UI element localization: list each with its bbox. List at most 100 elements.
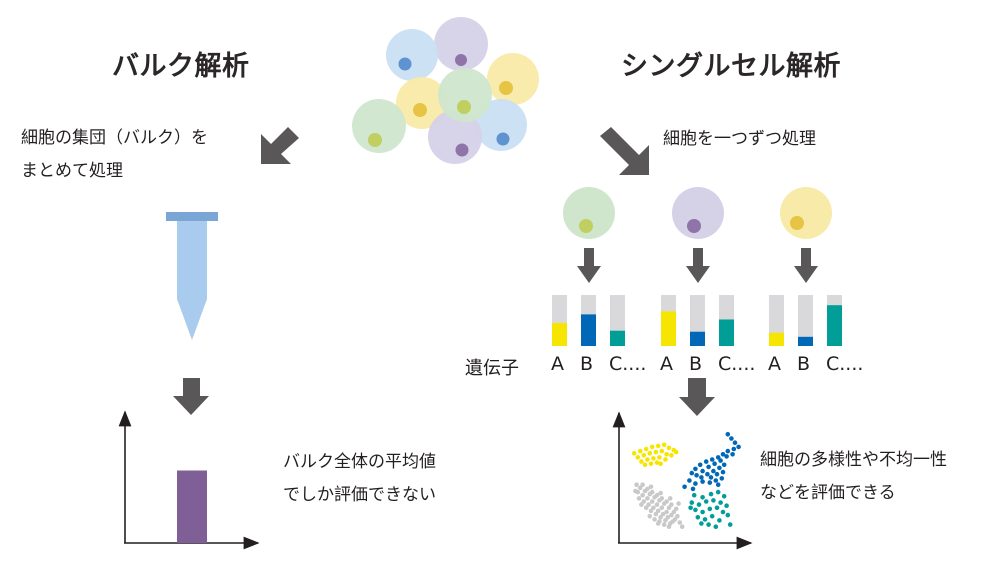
scatter-point <box>673 449 679 455</box>
scatter-point <box>653 511 659 517</box>
bulk-result-line-1: バルク全体の平均値 <box>283 452 436 472</box>
scatter-point <box>637 448 643 454</box>
gene-label-b: B <box>797 353 811 375</box>
scatter-point <box>637 485 643 491</box>
scatter-point <box>661 522 667 527</box>
scatter-point <box>660 511 666 517</box>
scatter-point <box>652 517 657 522</box>
scatter-point <box>727 522 733 527</box>
scatter-point <box>635 455 641 460</box>
scatter-point <box>659 496 665 501</box>
cell <box>386 29 438 81</box>
scatter-point <box>666 524 672 529</box>
scatter-point <box>718 500 723 505</box>
cell <box>434 17 488 71</box>
scatter-point <box>658 461 663 467</box>
scatter-point <box>664 452 669 457</box>
scatter-point <box>641 499 647 504</box>
gene-label-a: A <box>768 353 781 375</box>
scatter-point <box>659 505 665 511</box>
cell-membrane <box>672 187 724 239</box>
scatter-point <box>641 453 647 458</box>
cell-nucleus <box>790 216 804 230</box>
scatter-point <box>687 478 692 483</box>
cell <box>438 68 492 122</box>
scatter-point <box>648 461 654 467</box>
scatter-point <box>709 457 715 462</box>
scatter-point <box>693 481 698 486</box>
cell <box>396 77 448 129</box>
scatter-point <box>721 494 727 499</box>
arrow-down-left-icon <box>261 127 299 164</box>
scatter-point <box>639 459 644 464</box>
scatter-point <box>724 454 729 459</box>
scatter-point <box>714 471 720 477</box>
scatter-point <box>677 520 683 525</box>
scatter-point <box>714 505 720 511</box>
scatter-point <box>709 513 715 519</box>
single-cell-title: シングルセル解析 <box>621 51 841 82</box>
scatter-point <box>711 468 716 474</box>
scatter-point <box>651 456 656 461</box>
single-cells <box>563 187 832 283</box>
gene-label-a: A <box>551 353 564 375</box>
scatter-point <box>648 508 654 514</box>
cell-membrane <box>780 187 832 239</box>
scatter-point <box>669 512 674 518</box>
scatter-point <box>694 473 699 478</box>
scatter-point <box>707 480 713 485</box>
scatter-point <box>700 468 705 474</box>
scatter-point <box>721 462 727 468</box>
scatter-point <box>707 506 713 512</box>
scatter-point <box>693 466 698 472</box>
scatter-point <box>648 484 654 490</box>
gene-bar-a <box>661 311 676 346</box>
scatter-point <box>679 524 685 529</box>
scatter-point <box>693 507 698 513</box>
gene-bar-b <box>581 314 596 346</box>
arrow-down-right-icon <box>600 127 649 175</box>
cell-nucleus <box>579 219 593 233</box>
arrow-down-icon <box>173 378 209 415</box>
scatter-point <box>717 518 722 523</box>
scatter-point <box>663 457 668 462</box>
scatter-point <box>732 440 738 446</box>
cell <box>428 110 482 164</box>
gene-label-b: B <box>689 353 703 375</box>
arrow-down-icon <box>686 248 710 283</box>
gene-bar-c <box>827 305 842 346</box>
cell-membrane <box>563 187 615 239</box>
bulk-description-line-2: まとめて処理 <box>21 161 123 181</box>
bulk-result: バルク全体の平均値 でしか評価できない <box>283 446 436 512</box>
blue-cluster <box>682 432 741 492</box>
purple-cell <box>672 187 724 239</box>
green-cell <box>563 187 615 239</box>
bulk-description-line-1: 細胞の集団（バルク）を <box>21 128 208 148</box>
cell <box>487 53 539 105</box>
yellow-cell <box>780 187 832 239</box>
scatter-point <box>647 450 653 456</box>
yellow-cluster <box>631 442 679 468</box>
single-cell-result-line-2: などを評価できる <box>760 483 896 503</box>
scatter-point <box>715 455 721 460</box>
scatter-point <box>729 436 734 441</box>
scatter-point <box>706 522 711 527</box>
scatter-point <box>647 513 653 519</box>
gene-bar-b <box>798 336 813 346</box>
scatter-point <box>699 475 704 480</box>
scatter-point <box>654 502 660 507</box>
scatter-point <box>731 446 737 452</box>
scatter-point <box>671 509 677 515</box>
scatter-point <box>665 515 671 520</box>
scatter-point <box>642 462 648 468</box>
scatter-point <box>703 499 709 504</box>
scatter-point <box>711 498 716 503</box>
scatter-point <box>708 491 714 497</box>
scatter-point <box>682 484 687 490</box>
scatter-point <box>657 455 662 460</box>
scatter-point <box>715 482 721 488</box>
gene-bar-c <box>719 319 734 346</box>
scatter-point <box>655 443 661 449</box>
scatter-point <box>645 486 650 492</box>
